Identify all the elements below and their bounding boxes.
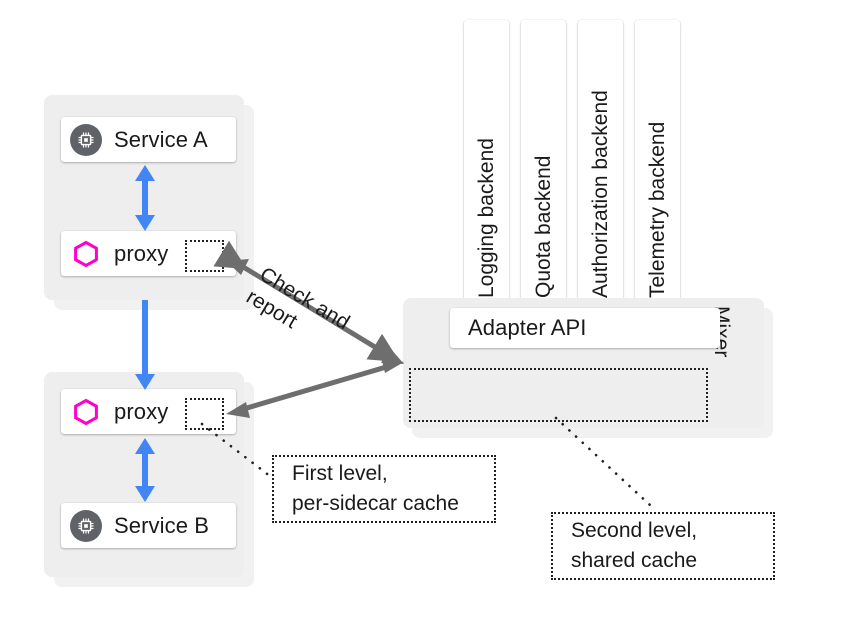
service-a-label: Service A <box>114 126 208 152</box>
proxy-a-box[interactable]: proxy <box>61 231 236 276</box>
proxy-b-sidecar-cache <box>185 398 224 430</box>
backend-card-telemetry-label: Telemetry backend <box>645 121 669 298</box>
proxy-b-label: proxy <box>114 398 169 424</box>
adapter-api-box[interactable]: Adapter API <box>450 308 720 348</box>
backend-card-logging[interactable]: Logging backend <box>464 20 509 310</box>
hexagon-icon <box>70 238 102 270</box>
service-b-label: Service B <box>114 512 210 538</box>
backend-card-quota[interactable]: Quota backend <box>521 20 566 310</box>
service-b-box[interactable]: Service B <box>61 503 236 548</box>
proxy-b-box[interactable]: proxy <box>61 389 236 434</box>
arrow-proxy-b-service-b <box>135 438 155 502</box>
backend-card-authorization[interactable]: Authorization backend <box>578 20 623 310</box>
chip-icon <box>70 509 102 542</box>
backend-card-authorization-label: Authorization backend <box>588 90 612 298</box>
service-a-box[interactable]: Service A <box>61 117 236 162</box>
callout-second-level: Second level, shared cache <box>551 512 775 580</box>
chip-icon <box>70 123 102 156</box>
backend-card-telemetry[interactable]: Telemetry backend <box>635 20 680 310</box>
arrow-label-check-and-report: Check and report <box>241 262 354 358</box>
proxy-a-sidecar-cache <box>185 240 224 272</box>
proxy-a-label: proxy <box>114 240 169 266</box>
backend-card-logging-label: Logging backend <box>474 138 498 298</box>
adapter-api-label: Adapter API <box>468 315 587 340</box>
callout-second-level-line2: shared cache <box>571 549 698 572</box>
callout-second-level-line1: Second level, <box>571 519 698 542</box>
arrow-service-a-proxy <box>135 165 155 231</box>
callout-first-level: First level, per-sidecar cache <box>272 455 496 523</box>
hexagon-icon <box>70 396 102 428</box>
backend-card-quota-label: Quota backend <box>531 155 555 298</box>
arrow-pod-a-pod-b <box>135 300 155 390</box>
mixer-shared-cache <box>409 368 708 422</box>
callout-first-level-line2: per-sidecar cache <box>292 492 459 515</box>
callout-first-level-line1: First level, <box>292 462 388 485</box>
